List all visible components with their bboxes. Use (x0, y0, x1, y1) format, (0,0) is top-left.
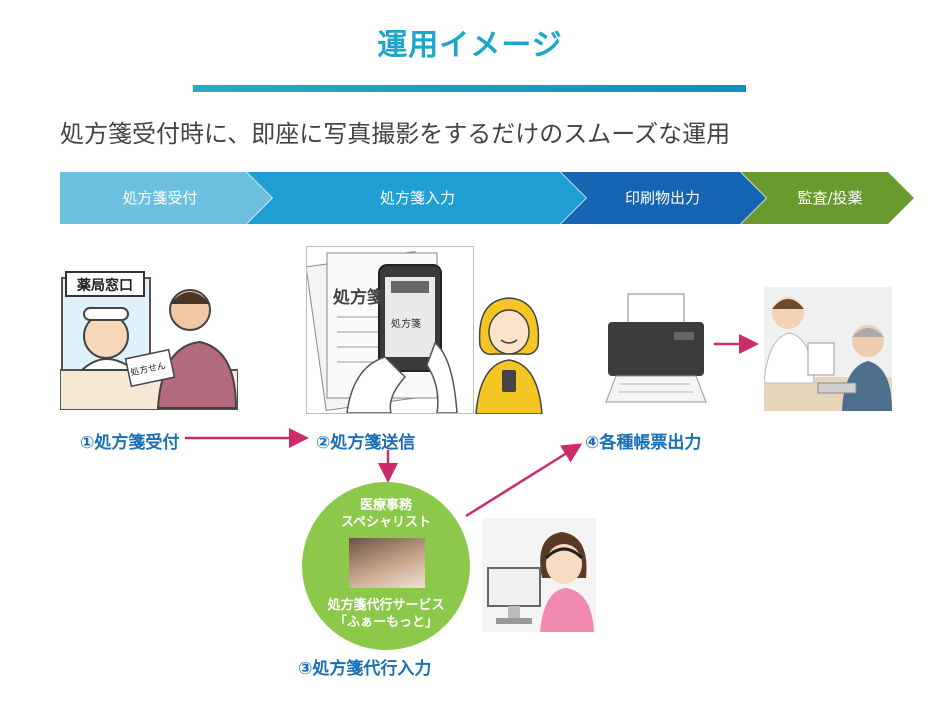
caption-step4: ④各種帳票出力 (585, 433, 702, 453)
process-chevrons (60, 172, 914, 224)
caption-step1: ①処方箋受付 (80, 433, 180, 453)
woman-with-phone-illustration (474, 296, 544, 415)
printer-drawing (605, 293, 707, 403)
printer-illustration (604, 292, 708, 406)
step-chevron-4 (741, 172, 914, 224)
operator-photo (349, 538, 425, 588)
step-label-print: 印刷物出力 (624, 189, 700, 207)
caption-step3: ③処方箋代行入力 (298, 659, 432, 679)
phone-screen-text: 処方箋 (391, 319, 421, 330)
subtitle: 処方箋受付時に、即座に写真撮影をするだけのスムーズな運用 (60, 120, 731, 148)
step-chevron-2 (247, 172, 586, 224)
pharmacy-counter-illustration: 薬局窓口 処方せん (59, 258, 239, 411)
service-title-line1: 医療事務 (359, 498, 412, 513)
page-title: 運用イメージ (377, 28, 563, 63)
pharmacy-counter-drawing (59, 258, 239, 411)
pharmacist-consultation-illustration (763, 287, 892, 411)
service-name-line2: 「ふぁーもっと」 (333, 615, 438, 630)
pharmacist-consultation-drawing (763, 297, 892, 411)
step-label-reception: 処方箋受付 (122, 189, 198, 207)
step-label-input: 処方箋入力 (379, 189, 455, 207)
service-title-line2: スペシャリスト (340, 515, 432, 530)
arrow-step3-to-step4 (465, 443, 583, 518)
pharmacy-window-sign: 薬局窓口 (77, 278, 133, 294)
document-prescription-text: 処方箋 (333, 288, 384, 308)
caption-step2: ②処方箋送信 (316, 433, 416, 453)
title-underline (193, 85, 746, 92)
smartphone-capture-drawing (305, 251, 458, 414)
woman-with-phone-drawing (475, 297, 543, 415)
smartphone-capture-illustration: 処方箋 処方箋 (305, 246, 474, 414)
service-name-line1: 処方箋代行サービス (327, 598, 445, 613)
process-banner: 処方箋受付 処方箋入力 印刷物出力 監査/投薬 (60, 172, 915, 224)
operator-drawing (487, 532, 594, 632)
service-circle: 医療事務 スペシャリスト 処方箋代行サービス 「ふぁーもっと」 (302, 482, 470, 650)
step-label-audit: 監査/投薬 (797, 189, 863, 207)
operator-illustration (482, 518, 596, 632)
step-chevron-3 (561, 172, 766, 224)
step-chevron-1 (60, 172, 272, 224)
